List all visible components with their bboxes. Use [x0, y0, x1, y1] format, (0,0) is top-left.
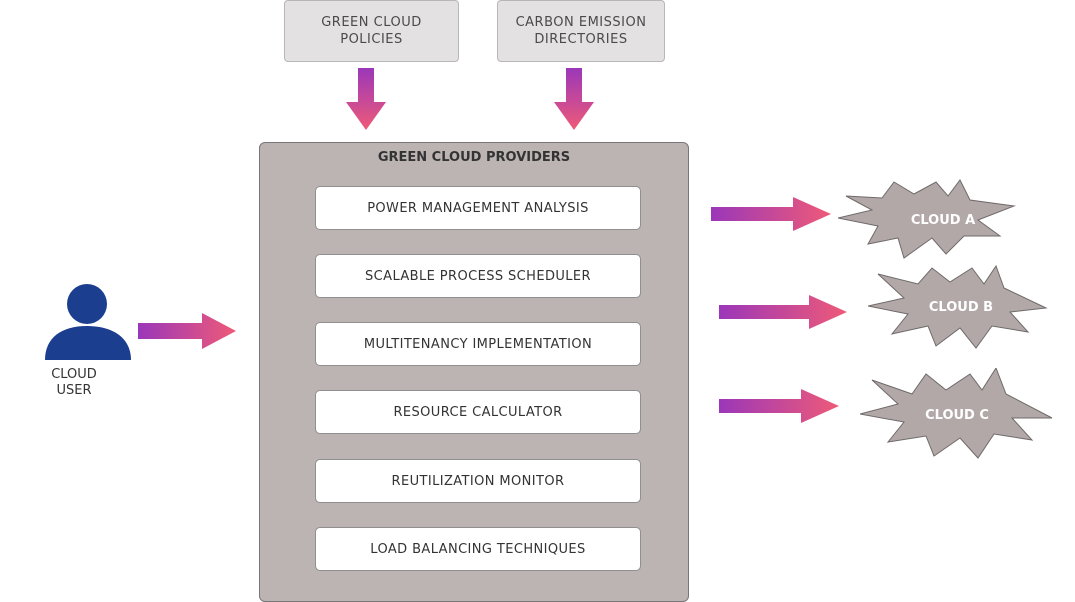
module-scalable-process-scheduler: SCALABLE PROCESS SCHEDULER	[315, 254, 641, 298]
module-multitenancy-implementation: MULTITENANCY IMPLEMENTATION	[315, 322, 641, 366]
carbon-emission-directories-box: CARBON EMISSION DIRECTORIES	[497, 0, 665, 62]
green-cloud-providers-panel: GREEN CLOUD PROVIDERS POWER MANAGEMENT A…	[259, 142, 689, 602]
module-resource-calculator: RESOURCE CALCULATOR	[315, 390, 641, 434]
arrow-to-cloud-c	[719, 389, 839, 423]
cloud-b-shape	[868, 264, 1048, 349]
cloud-a-label: CLOUD A	[910, 213, 976, 228]
carbon-label-line1: CARBON EMISSION	[515, 15, 647, 30]
user-to-providers-arrow	[138, 313, 236, 349]
policies-label-line1: GREEN CLOUD	[321, 15, 422, 30]
green-cloud-policies-box: GREEN CLOUD POLICIES	[284, 0, 459, 62]
cloud-c-label: CLOUD C	[925, 408, 989, 423]
cloud-b-label: CLOUD B	[928, 300, 994, 315]
providers-title: GREEN CLOUD PROVIDERS	[377, 150, 571, 165]
policies-label-line2: POLICIES	[340, 32, 403, 47]
cloud-user-line1: CLOUD	[51, 367, 97, 382]
module-reutilization-monitor: REUTILIZATION MONITOR	[315, 459, 641, 503]
carbon-label-line2: DIRECTORIES	[534, 32, 628, 47]
module-load-balancing-techniques: LOAD BALANCING TECHNIQUES	[315, 527, 641, 571]
down-arrow-carbon	[554, 68, 594, 130]
down-arrow-policies	[346, 68, 386, 130]
cloud-c-shape	[860, 368, 1053, 459]
cloud-a-shape	[838, 179, 1016, 259]
arrow-to-cloud-b	[719, 295, 847, 329]
cloud-user-label: CLOUD USER	[38, 367, 110, 399]
cloud-user-line2: USER	[56, 383, 92, 398]
person-icon	[45, 284, 131, 360]
arrow-to-cloud-a	[711, 197, 831, 231]
module-power-management-analysis: POWER MANAGEMENT ANALYSIS	[315, 186, 641, 230]
